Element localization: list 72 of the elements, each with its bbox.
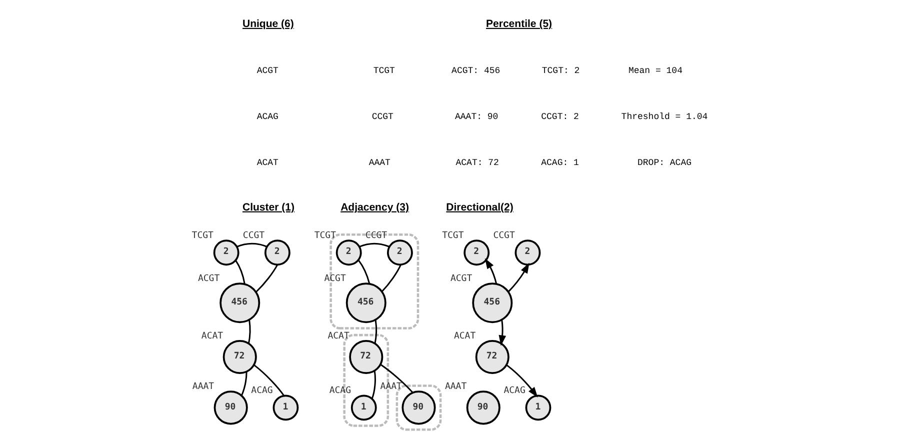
connector <box>252 364 284 396</box>
node-label: CCGT <box>364 231 387 242</box>
node-label: AAAT <box>192 382 214 392</box>
label: Mean = 104 <box>628 65 682 76</box>
node-circle: 456 <box>345 282 386 324</box>
node-circle: 90 <box>213 390 248 425</box>
node-label: ACAG <box>328 386 351 396</box>
label: CCGT <box>371 110 393 122</box>
node-circle: 90 <box>401 390 436 425</box>
label: Threshold = 1.04 <box>620 110 708 122</box>
connector <box>380 364 413 394</box>
node-label: CCGT <box>242 231 264 242</box>
node-label: ACGT <box>324 274 346 284</box>
node-circle: 2 <box>335 240 362 266</box>
node-label: TCGT <box>191 231 213 242</box>
connector <box>370 370 376 399</box>
arrow <box>484 258 497 284</box>
connector <box>255 264 278 292</box>
node-circle: 2 <box>463 240 490 266</box>
label: ACAG: 1 <box>540 156 578 168</box>
arrow <box>498 320 506 346</box>
label: Adjacency (3) <box>340 201 408 214</box>
node-label: ACAT <box>453 332 476 342</box>
connector <box>357 260 370 284</box>
node-circle: 2 <box>264 240 290 266</box>
node-circle: 72 <box>222 340 256 374</box>
node-label: TCGT <box>314 231 336 242</box>
arrow <box>505 364 538 398</box>
connector <box>358 242 389 248</box>
node-label: ACGT <box>450 274 472 284</box>
node-circle: 2 <box>386 240 412 266</box>
label: Directional(2) <box>446 201 513 214</box>
node-label: ACGT <box>197 274 220 284</box>
node-label: TCGT <box>442 231 464 242</box>
node-label: ACAT <box>327 332 349 342</box>
node-label: ACAT <box>200 332 223 342</box>
label: TCGT <box>372 65 394 76</box>
connector <box>234 260 245 284</box>
node-circle: 1 <box>350 394 376 421</box>
label: CCGT: 2 <box>540 110 578 122</box>
node-circle: 456 <box>219 282 260 324</box>
node-label: AAAT <box>444 382 466 392</box>
label: ACGT: 456 <box>451 65 500 76</box>
node-circle: 72 <box>474 340 509 374</box>
arrow <box>508 262 529 292</box>
label: Cluster (1) <box>242 201 294 214</box>
node-label: ACAG <box>503 386 525 396</box>
connector <box>380 264 401 292</box>
connector <box>236 242 266 248</box>
node-label: CCGT <box>492 231 514 242</box>
node-circle: 90 <box>466 390 500 425</box>
node-circle: 2 <box>514 240 540 266</box>
connector <box>240 372 247 396</box>
node-circle: 1 <box>272 394 298 421</box>
connector <box>374 320 377 344</box>
label: TCGT: 2 <box>541 65 580 76</box>
label: ACAT: 72 <box>455 156 498 168</box>
label: Percentile (5) <box>486 18 552 30</box>
node-label: AAAT <box>380 382 402 392</box>
node-circle: 72 <box>348 340 383 374</box>
node-circle: 456 <box>472 282 512 324</box>
node-circle: 1 <box>524 394 551 421</box>
node-circle: 2 <box>212 240 239 266</box>
label: AAAT: 90 <box>454 110 498 122</box>
label: ACAT <box>256 156 278 168</box>
label: Unique (6) <box>242 18 294 30</box>
label: ACAG <box>256 110 278 122</box>
label: ACGT <box>256 65 278 76</box>
label: DROP: ACAG <box>637 156 692 168</box>
connector <box>247 320 250 344</box>
node-label: ACAG <box>250 386 272 396</box>
label: AAAT <box>368 156 390 168</box>
